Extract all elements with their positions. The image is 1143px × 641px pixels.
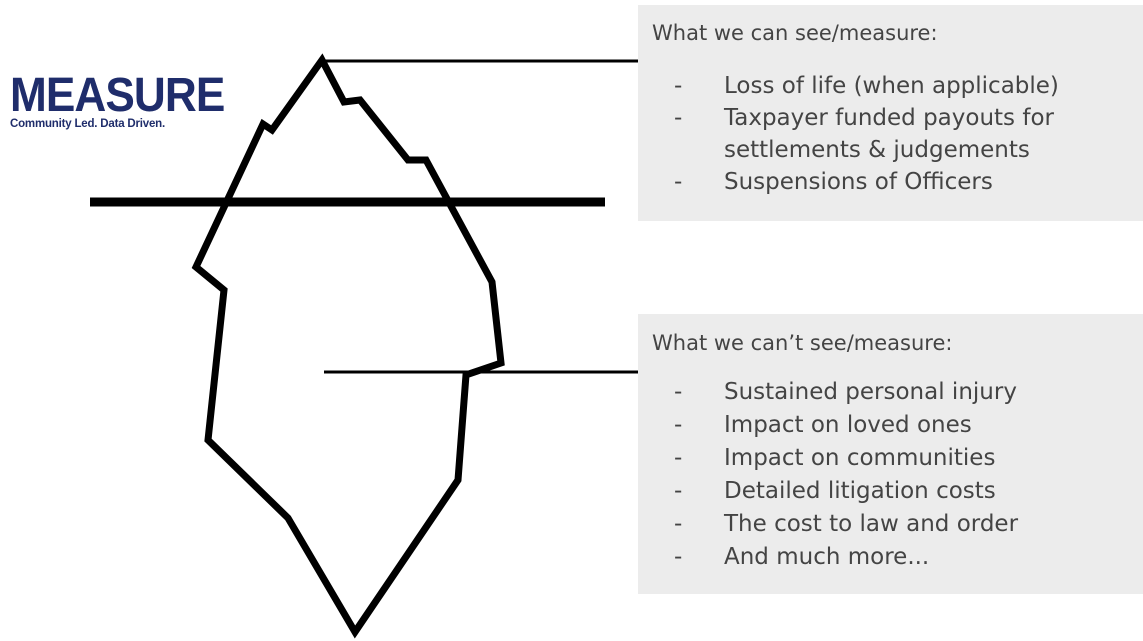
- measure-logo: MEASURE Community Led. Data Driven.: [10, 69, 230, 131]
- list-item-text: And much more...: [724, 544, 930, 570]
- list-marker: -: [674, 445, 683, 471]
- list-item: - And much more...: [674, 541, 1079, 574]
- hidden-panel: What we can’t see/measure: - Sustained p…: [638, 314, 1143, 594]
- list-marker: -: [674, 379, 683, 405]
- iceberg-outline: [191, 53, 505, 639]
- visible-list: - Loss of life (when applicable) - Taxpa…: [674, 70, 1079, 198]
- list-marker: -: [674, 73, 683, 99]
- list-item-text: Taxpayer funded payouts for settlements …: [724, 105, 1054, 163]
- list-item: - Loss of life (when applicable): [674, 70, 1079, 102]
- list-item: - Sustained personal injury: [674, 376, 1079, 409]
- list-marker: -: [674, 478, 683, 504]
- list-item-text: The cost to law and order: [724, 511, 1019, 537]
- list-item: - Impact on communities: [674, 442, 1079, 475]
- visible-panel-heading: What we can see/measure:: [652, 21, 938, 45]
- list-item: - Impact on loved ones: [674, 409, 1079, 442]
- list-marker: -: [674, 511, 683, 537]
- list-marker: -: [674, 105, 683, 131]
- list-item-text: Loss of life (when applicable): [724, 73, 1059, 99]
- list-item: - Detailed litigation costs: [674, 475, 1079, 508]
- hidden-list: - Sustained personal injury - Impact on …: [674, 376, 1079, 574]
- list-marker: -: [674, 544, 683, 570]
- logo-tagline: Community Led. Data Driven.: [10, 118, 165, 130]
- list-item-text: Detailed litigation costs: [724, 478, 996, 504]
- list-item-text: Impact on loved ones: [724, 412, 972, 438]
- visible-panel: What we can see/measure: - Loss of life …: [638, 5, 1143, 221]
- list-item: - Suspensions of Officers: [674, 166, 1079, 198]
- list-marker: -: [674, 169, 683, 195]
- list-item: - Taxpayer funded payouts for settlement…: [674, 102, 1079, 166]
- logo-title: MEASURE: [10, 69, 225, 122]
- list-item-text: Suspensions of Officers: [724, 169, 993, 195]
- hidden-panel-heading: What we can’t see/measure:: [652, 331, 953, 355]
- list-item-text: Impact on communities: [724, 445, 996, 471]
- list-marker: -: [674, 412, 683, 438]
- list-item: - The cost to law and order: [674, 508, 1079, 541]
- list-item-text: Sustained personal injury: [724, 379, 1017, 405]
